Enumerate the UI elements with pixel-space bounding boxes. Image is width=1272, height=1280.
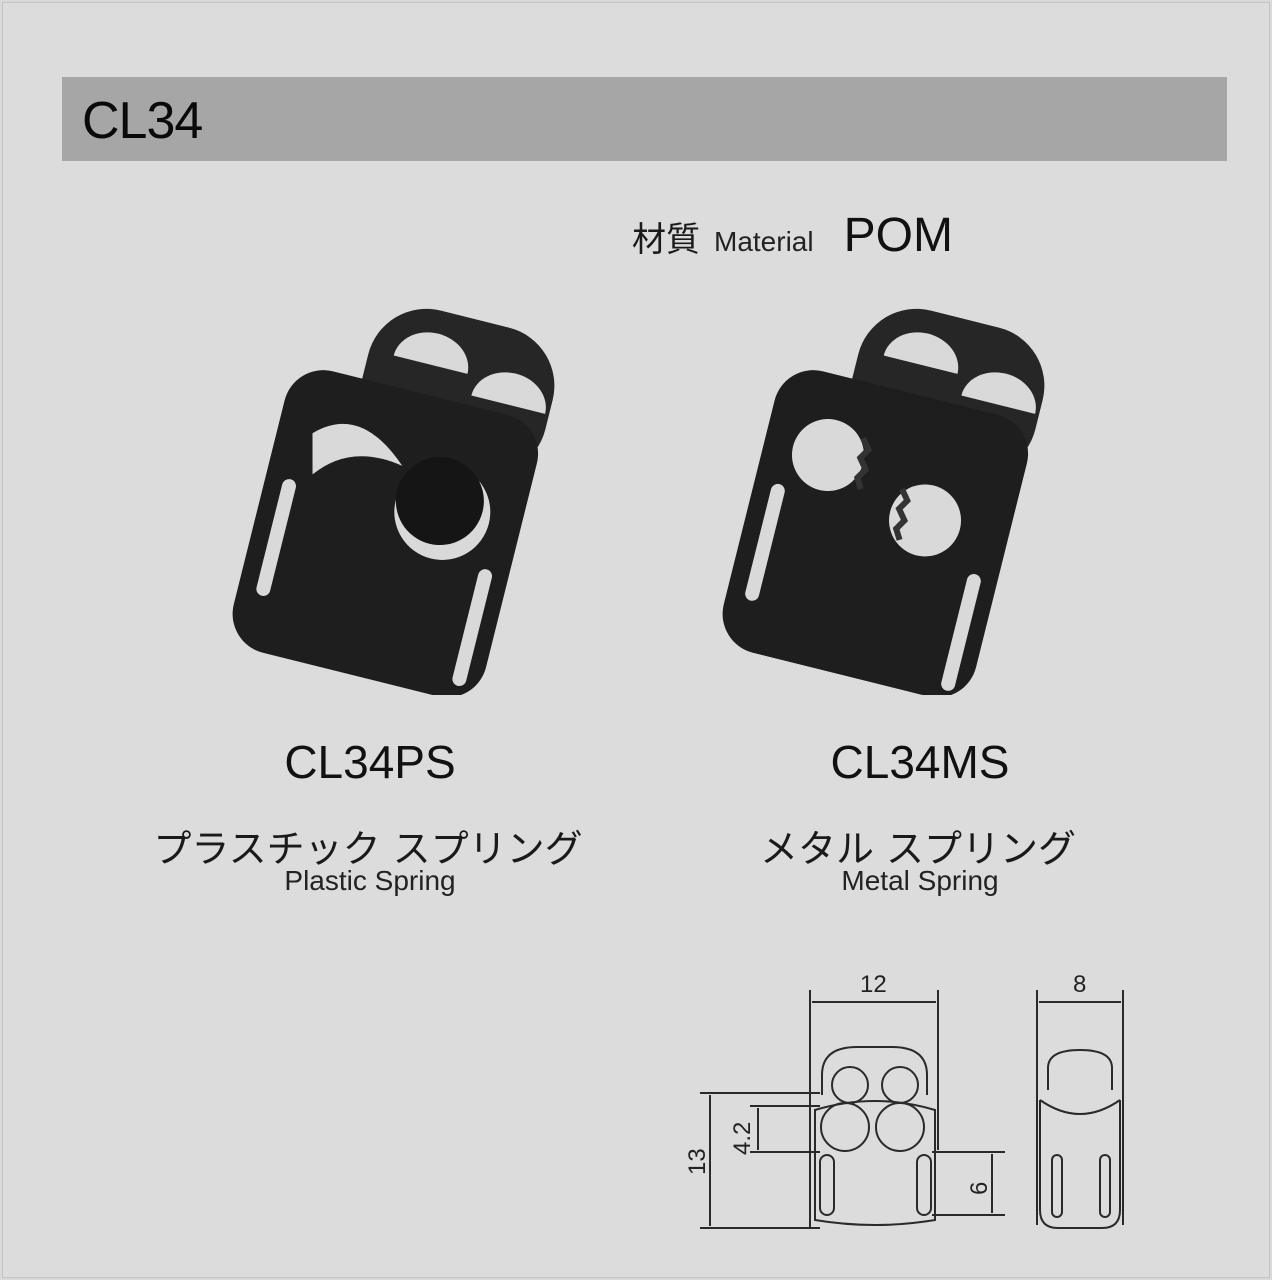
front-view-diagram-icon: 12 13 4.2 6 <box>684 971 1005 1229</box>
dim-height-label: 13 <box>684 1148 711 1175</box>
product-name-en-cl34ms: Metal Spring <box>841 865 999 896</box>
material-label-en: Material <box>714 226 814 257</box>
cord-lock-plastic-spring-icon <box>232 308 555 695</box>
product-image-cl34ms <box>715 295 1055 695</box>
dimension-drawing-front: 12 13 4.2 6 <box>670 960 1020 1255</box>
dim-depth-label: 8 <box>1073 971 1086 998</box>
material-value: POM <box>843 209 953 262</box>
page-title: CL34 <box>82 92 203 150</box>
title-bar: CL34 <box>62 77 1227 161</box>
material-spec: 材質 Material POM <box>632 208 953 263</box>
product-name-jp-cl34ms: メタル スプリング <box>759 827 1077 871</box>
product-name-en-cl34ps: Plastic Spring <box>284 865 456 896</box>
cord-lock-metal-spring-icon <box>722 308 1045 695</box>
dim-hole-label: 4.2 <box>729 1122 756 1155</box>
dimension-drawing-side: 8 <box>1010 960 1170 1255</box>
product-name-jp-cl34ps: プラスチック スプリング <box>153 827 583 871</box>
material-label-jp: 材質 <box>632 220 700 260</box>
dim-width-label: 12 <box>860 971 887 998</box>
product-code-cl34ms: CL34MS <box>830 736 1010 788</box>
side-view-diagram-icon: 8 <box>1036 971 1124 1229</box>
dim-slot-label: 6 <box>966 1182 993 1195</box>
product-image-cl34ps <box>225 295 565 695</box>
product-code-cl34ps: CL34PS <box>284 736 456 788</box>
